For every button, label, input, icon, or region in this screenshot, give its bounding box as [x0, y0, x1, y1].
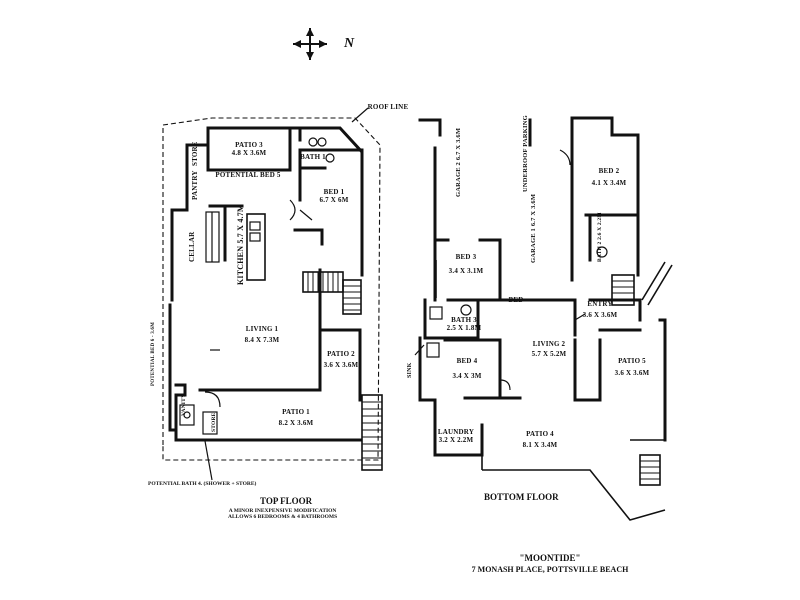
- room-name: BED 1: [323, 188, 345, 196]
- room-bed-3: BED 3 3.4 X 3.1M: [449, 253, 484, 275]
- room-name: ENTRY: [587, 300, 613, 308]
- label-store: STORE: [191, 141, 199, 166]
- room-name: BATH 3: [451, 316, 477, 324]
- room-size: 3.6 X 3.6M: [582, 311, 618, 319]
- north-label: N: [344, 36, 355, 51]
- room-size: 8.4 X 7.3M: [244, 336, 280, 344]
- room-size: 6.7 X 6M: [319, 196, 349, 204]
- label-vanity: VANITY: [181, 393, 187, 416]
- room-bed-1: BED 1 6.7 X 6M: [319, 188, 348, 204]
- room-name: PATIO 5: [618, 357, 646, 365]
- room-name: BED 4: [456, 357, 478, 365]
- room-name: PATIO 2: [327, 350, 355, 358]
- room-entry: ENTRY 3.6 X 3.6M: [583, 300, 618, 319]
- room-size: 4.8 X 3.6M: [231, 149, 267, 157]
- room-name: PATIO 4: [526, 430, 554, 438]
- modification-note: A MINOR INEXPENSIVE MODIFICATION ALLOWS …: [228, 508, 337, 520]
- room-living-1: LIVING 1 8.4 X 7.3M: [245, 325, 280, 344]
- bottom-floor-title: BOTTOM FLOOR: [484, 492, 559, 502]
- room-name: LAUNDRY: [437, 428, 475, 436]
- room-name: BED 2: [598, 167, 620, 175]
- top-floor-plan: [162, 107, 383, 481]
- room-size: 3.4 X 3.1M: [448, 267, 484, 275]
- room-size: 8.2 X 3.6M: [278, 419, 314, 427]
- room-bed-2: BED 2 4.1 X 3.4M: [592, 167, 627, 187]
- label-bed: BED: [508, 296, 524, 304]
- label-garage-1: GARAGE 1 6.7 X 3.6M: [530, 193, 537, 263]
- label-store-2: STORE: [211, 412, 217, 432]
- room-bed-4: BED 4 3.4 X 3M: [452, 357, 481, 380]
- room-patio-4: PATIO 4 8.1 X 3.4M: [523, 430, 558, 449]
- bottom-floor-plan: [414, 116, 673, 521]
- room-bath-3: BATH 3 2.5 X 1.8M: [447, 316, 482, 332]
- room-bath-1: BATH 1: [300, 153, 326, 161]
- modification-note-line-1: A MINOR INEXPENSIVE MODIFICATION: [228, 508, 337, 514]
- modification-note-line-2: ALLOWS 6 BEDROOMS & 4 BATHROOMS: [228, 514, 338, 520]
- room-patio-2: PATIO 2 3.6 X 3.6M: [324, 350, 359, 369]
- label-potential-bed-6: POTENTIAL BED 6 - 3.6M: [151, 322, 156, 386]
- room-patio-1: PATIO 1 8.2 X 3.6M: [279, 408, 314, 427]
- room-living-2: LIVING 2 5.7 X 5.2M: [532, 340, 567, 358]
- room-laundry: LAUNDRY 3.2 X 2.2M: [438, 428, 474, 444]
- top-floor-title: TOP FLOOR: [260, 496, 313, 506]
- room-size: 3.6 X 3.6M: [323, 361, 359, 369]
- roof-line-label: ROOF LINE: [367, 103, 409, 111]
- room-size: 3.2 X 2.2M: [438, 436, 474, 444]
- room-size: 2.5 X 1.8M: [446, 324, 482, 332]
- label-bath-2: BATH 2 2.6 X 2.2M: [597, 212, 603, 262]
- compass-rose-icon: [293, 28, 327, 60]
- room-size: 3.6 X 3.6M: [614, 369, 650, 377]
- property-address: 7 MONASH PLACE, POTTSVILLE BEACH: [471, 565, 629, 574]
- room-size: 3.4 X 3M: [452, 372, 482, 380]
- label-underroof-parking: UNDERROOF PARKING: [522, 115, 529, 192]
- room-name: BED 3: [455, 253, 477, 261]
- room-size: 5.7 X 5.2M: [531, 350, 567, 358]
- room-patio-3: PATIO 3 4.8 X 3.6M: [232, 141, 267, 157]
- room-size: 4.1 X 3.4M: [591, 179, 627, 187]
- label-cellar: CELLAR: [188, 231, 196, 262]
- room-potential-bed-5: POTENTIAL BED 5: [215, 171, 280, 179]
- room-name: BATH 1: [300, 153, 326, 161]
- room-name: POTENTIAL BED 5: [215, 171, 281, 179]
- room-size: 8.1 X 3.4M: [522, 441, 558, 449]
- room-name: LIVING 1: [245, 325, 279, 333]
- label-pantry: PANTRY: [191, 170, 199, 200]
- room-kitchen: KITCHEN 5.7 X 4.7M: [236, 204, 245, 285]
- room-name: LIVING 2: [532, 340, 566, 348]
- property-name: "MOONTIDE": [519, 553, 581, 563]
- label-garage-2: GARAGE 2 6.7 X 3.6M: [455, 127, 462, 197]
- room-name: PATIO 3: [235, 141, 263, 149]
- label-sink: SINK: [407, 362, 413, 378]
- room-name: PATIO 1: [282, 408, 310, 416]
- potential-bath-note: POTENTIAL BATH 4. (SHOWER + STORE): [148, 481, 257, 487]
- room-patio-5: PATIO 5 3.6 X 3.6M: [615, 357, 650, 377]
